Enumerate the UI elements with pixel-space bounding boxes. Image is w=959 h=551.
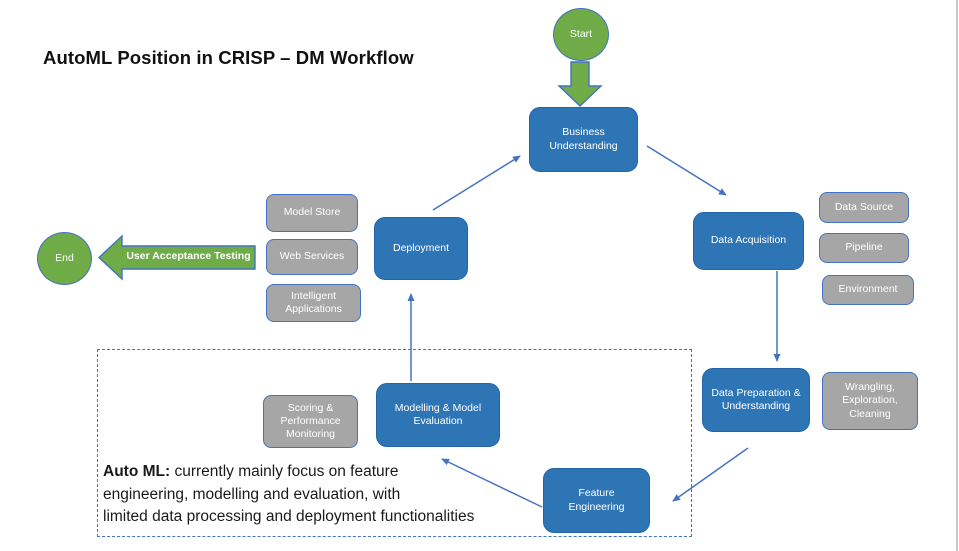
feature-engineering-label: Feature Engineering	[568, 487, 625, 513]
intelligent-applications-label: Intelligent Applications	[285, 289, 342, 315]
annotation-text: engineering, modelling and evaluation, w…	[103, 485, 401, 503]
data-source-label: Data Source	[834, 200, 894, 213]
user-acceptance-testing-label: User Acceptance Testing	[126, 250, 251, 262]
node-data-acquisition: Data Acquisition	[693, 212, 804, 270]
window-edge-line	[956, 0, 958, 551]
node-intelligent-applications: Intelligent Applications	[266, 284, 361, 322]
node-data-preparation: Data Preparation & Understanding	[702, 368, 810, 432]
automl-annotation: Auto ML: currently mainly focus on featu…	[103, 461, 474, 529]
annotation-text: currently mainly focus on feature	[170, 463, 399, 480]
start-down-arrow	[557, 61, 603, 107]
end-label: End	[55, 251, 74, 264]
model-store-label: Model Store	[283, 206, 341, 219]
end-node: End	[37, 232, 92, 285]
node-data-source: Data Source	[819, 192, 909, 223]
start-label: Start	[569, 27, 593, 40]
web-services-label: Web Services	[279, 250, 345, 263]
modelling-evaluation-label: Modelling & Model Evaluation	[394, 401, 482, 427]
node-scoring-monitoring: Scoring & Performance Monitoring	[263, 395, 358, 448]
connector-business-to-acquisition	[646, 145, 727, 196]
data-acquisition-label: Data Acquisition	[710, 234, 787, 247]
node-feature-engineering: Feature Engineering	[543, 468, 650, 533]
annotation-line: Auto ML: currently mainly focus on featu…	[103, 461, 474, 484]
node-wrangling: Wrangling, Exploration, Cleaning	[822, 372, 918, 430]
environment-label: Environment	[838, 283, 898, 296]
business-understanding-label: Business Understanding	[549, 126, 618, 152]
annotation-text: limited data processing and deployment f…	[103, 508, 475, 526]
data-preparation-label: Data Preparation & Understanding	[711, 386, 801, 412]
page-title: AutoML Position in CRISP – DM Workflow	[43, 47, 414, 68]
node-modelling-evaluation: Modelling & Model Evaluation	[376, 383, 500, 447]
node-pipeline: Pipeline	[819, 233, 909, 263]
scoring-monitoring-label: Scoring & Performance Monitoring	[280, 401, 341, 441]
pipeline-label: Pipeline	[845, 241, 883, 254]
start-node: Start	[553, 8, 609, 61]
wrangling-label: Wrangling, Exploration, Cleaning	[842, 381, 898, 420]
node-model-store: Model Store	[266, 194, 358, 232]
annotation-line: engineering, modelling and evaluation, w…	[103, 484, 474, 507]
annotation-bold: Auto ML:	[103, 463, 171, 480]
node-web-services: Web Services	[266, 239, 358, 275]
node-deployment: Deployment	[374, 217, 468, 280]
deployment-label: Deployment	[392, 241, 450, 254]
node-environment: Environment	[822, 275, 914, 305]
annotation-line: limited data processing and deployment f…	[103, 506, 474, 529]
automl-scope-box	[97, 349, 692, 537]
node-business-understanding: Business Understanding	[529, 107, 638, 172]
connector-deployment-to-business	[432, 155, 521, 211]
